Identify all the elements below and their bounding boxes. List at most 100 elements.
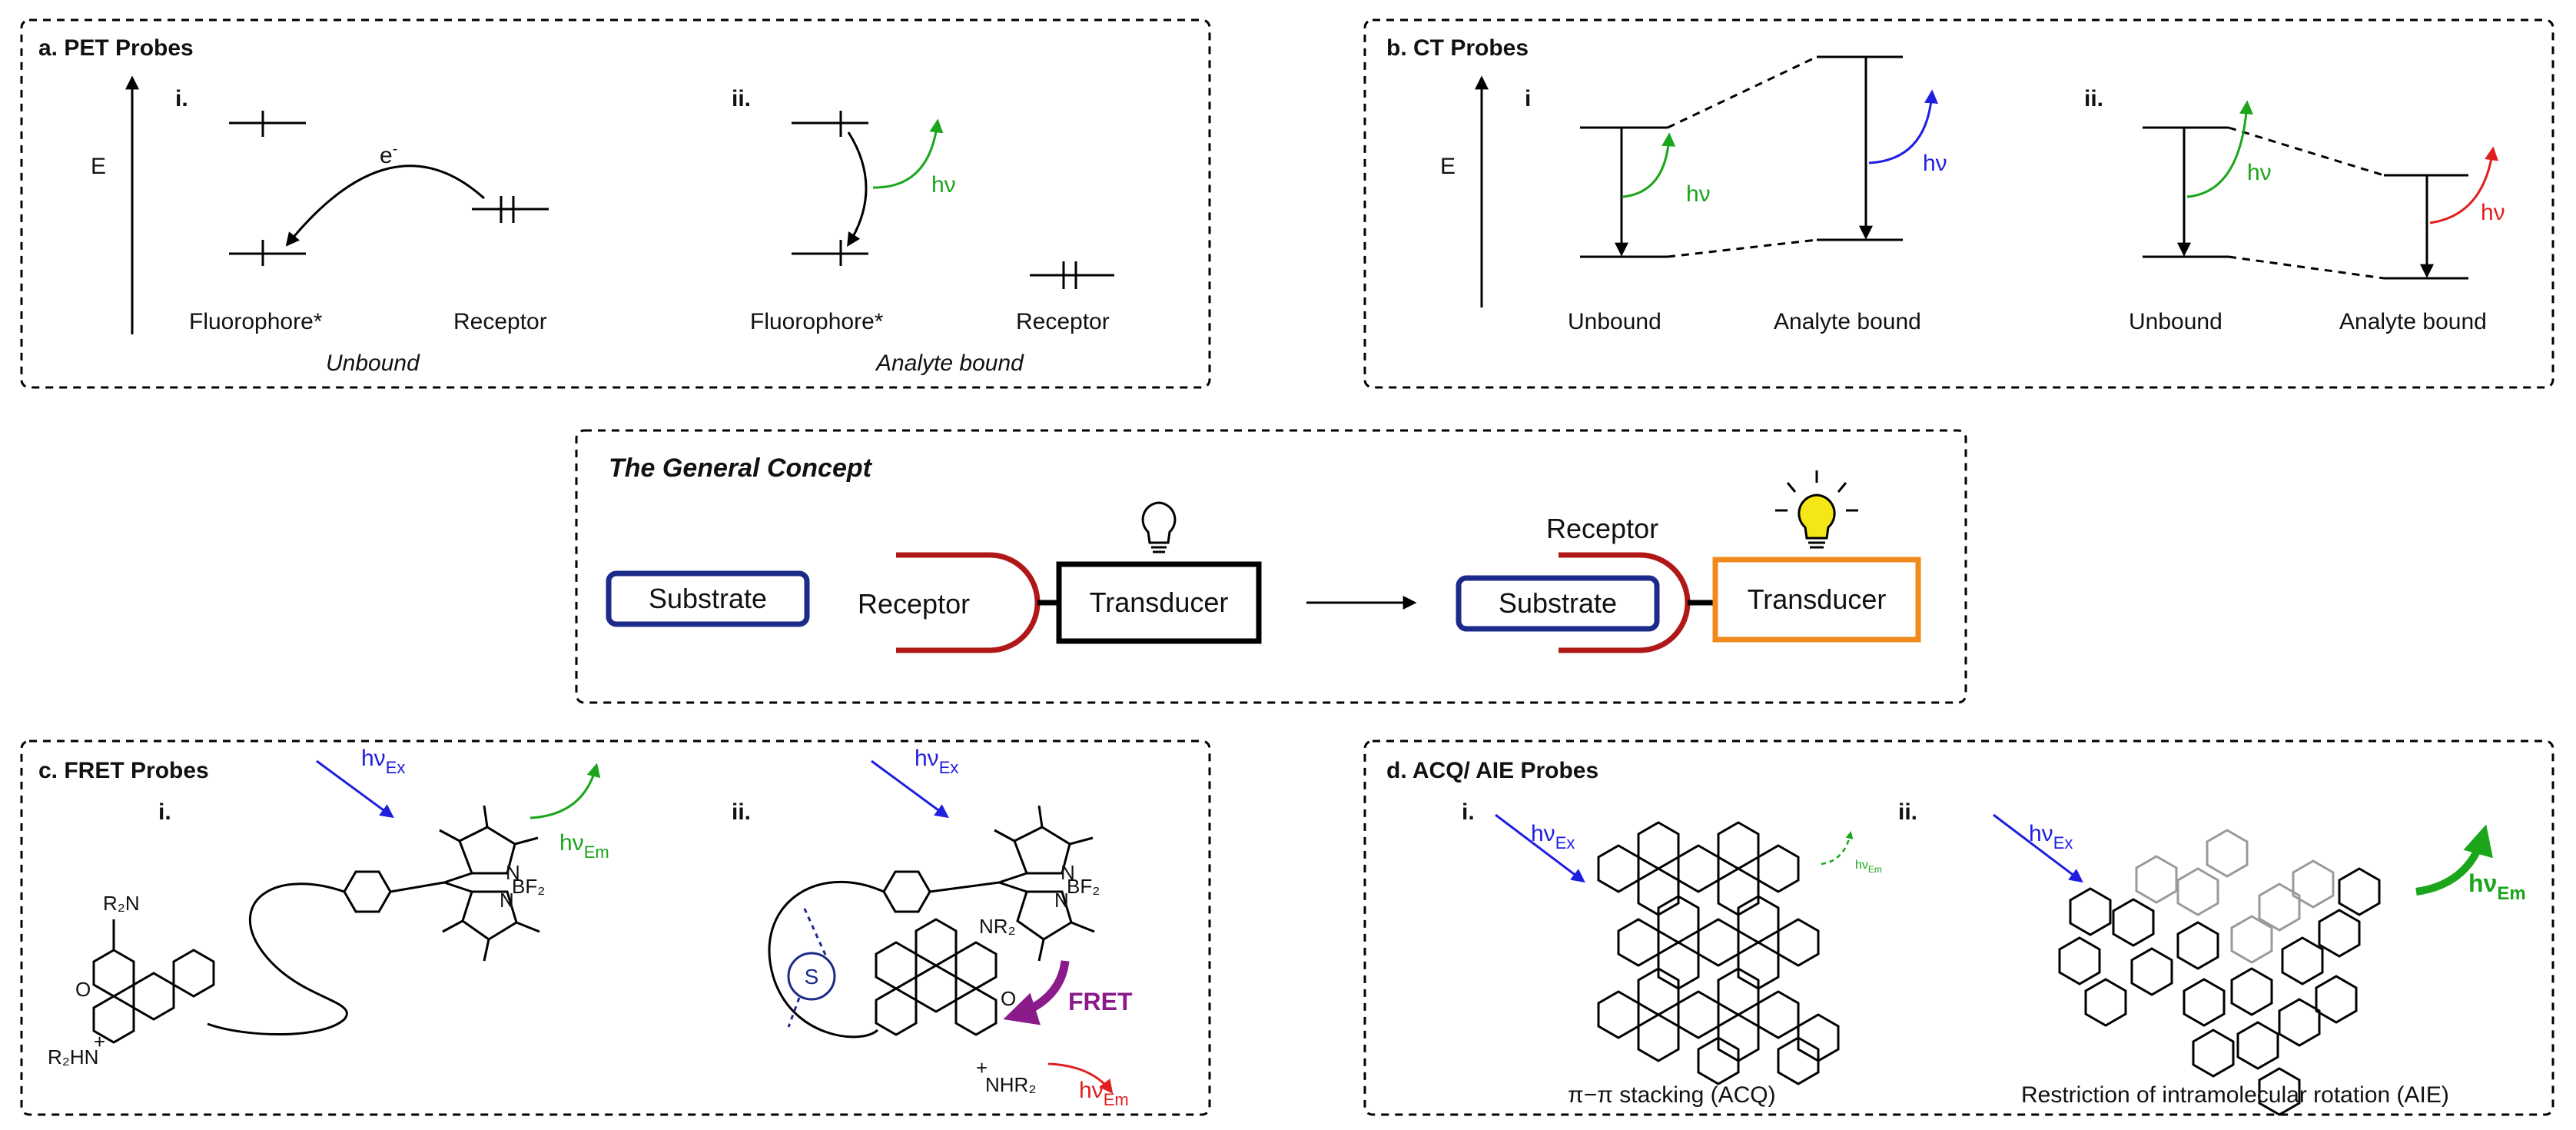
hv-label-b3: hν <box>2247 160 2272 185</box>
panel-c-fret-probes: c. FRET Probes i. hνEx hνEm N BF₂ N <box>20 739 1211 1116</box>
electron-transfer-arrow <box>285 165 486 247</box>
pet-bound-caption: Analyte bound <box>875 351 1024 376</box>
transducer-box-right <box>1712 557 1921 643</box>
panel-d-i-label: i. <box>1462 799 1475 825</box>
binding-dash-top <box>802 906 827 956</box>
ct-i-unbound-label: Unbound <box>1568 309 1661 334</box>
emission-arrow-b3 <box>2186 100 2253 198</box>
panel-c-i-label: i. <box>158 799 171 825</box>
hv-label-b1: hν <box>1686 181 1711 207</box>
n-label-c1a: N <box>506 861 520 884</box>
hv-em-d1: hνEm <box>1855 859 1882 875</box>
transducer-label-right: Transducer <box>1748 583 1887 615</box>
panel-a-title: a. PET Probes <box>38 35 194 61</box>
panel-a-pet-probes: a. PET Probes E i. e- Fluorophore* Recep… <box>20 18 1211 389</box>
substrate-box-right <box>1456 575 1660 632</box>
spacer-chain-c2 <box>768 880 885 1039</box>
excitation-arrow-c2 <box>871 759 949 819</box>
panel-a-i-label: i. <box>175 86 188 111</box>
bulb-on-icon <box>1775 470 1858 549</box>
panel-c-title: c. FRET Probes <box>38 758 209 783</box>
panel-a-ii-label: ii. <box>732 86 751 111</box>
panel-c-frame <box>20 739 1211 1116</box>
pet-bound-orbitals <box>792 111 1114 289</box>
excitation-arrow-d2 <box>1993 813 2083 883</box>
ct-i-levels <box>1580 55 1903 258</box>
panel-d-acq-aie-probes: d. ACQ/ AIE Probes i. hνEx hνEm π−π stac… <box>1363 739 2554 1116</box>
phenyl-ring-c2 <box>882 870 931 913</box>
fret-arrow <box>1003 960 1070 1025</box>
tetraphenylethylene-aggregate <box>2058 829 2381 1116</box>
emission-arrow-b1 <box>1622 132 1676 198</box>
substrate-label-right: Substrate <box>1499 587 1617 619</box>
panel-b-title: b. CT Probes <box>1386 35 1529 61</box>
substrate-label-left: Substrate <box>649 583 767 614</box>
transducer-label-left: Transducer <box>1090 587 1229 618</box>
pet-i-receptor-label: Receptor <box>453 309 547 334</box>
hv-em-c2: hνEm <box>1079 1078 1129 1109</box>
hv-label-b4: hν <box>2481 200 2505 225</box>
panel-b-ct-probes: b. CT Probes E i hν hν Unbound Analyte b… <box>1363 18 2554 389</box>
emission-arrow-c2 <box>1047 1062 1114 1094</box>
ct-ii-levels <box>2143 126 2468 280</box>
plus-label-c1: + <box>94 1030 105 1053</box>
hv-ex-c1: hνEx <box>361 746 405 777</box>
hv-label-a: hν <box>931 172 956 198</box>
aie-caption: Restriction of intramolecular rotation (… <box>2021 1082 2449 1108</box>
pet-unbound-orbitals <box>229 111 549 266</box>
excitation-arrow-d1 <box>1495 813 1585 883</box>
energy-axis-label-b: E <box>1440 154 1456 179</box>
hv-em-d2: hνEm <box>2468 869 2526 904</box>
xanthene-structure-c2 <box>875 918 998 1036</box>
acq-caption: π−π stacking (ACQ) <box>1568 1082 1776 1108</box>
panel-b-i-label: i <box>1525 86 1531 111</box>
panel-a-frame <box>20 18 1211 389</box>
phenyl-bond-c2 <box>929 881 1000 893</box>
hv-em-c1: hνEm <box>559 830 609 862</box>
hv-ex-d2: hνEx <box>2029 821 2073 852</box>
receptor-label-left: Receptor <box>858 588 970 620</box>
n-label-c1b: N <box>500 889 514 912</box>
o-label-c2: O <box>1001 987 1016 1010</box>
pet-ii-fluorophore-label: Fluorophore* <box>750 309 884 334</box>
transducer-box-left <box>1056 561 1262 644</box>
bodipy-structure-c1 <box>439 805 540 962</box>
nr2-label-c2: NR₂ <box>979 915 1016 938</box>
stacked-aromatics-acq <box>1597 821 1840 1085</box>
bf2-label-c1: BF₂ <box>512 875 545 898</box>
phenyl-ring-c1 <box>343 870 392 913</box>
concept-frame <box>575 429 1967 704</box>
panel-c-ii-label: ii. <box>732 799 751 825</box>
o-label-c1: O <box>75 978 91 1001</box>
emission-arrow-a <box>872 118 944 189</box>
excitation-arrow-c1 <box>316 759 394 819</box>
relaxation-arrow <box>847 131 868 248</box>
emission-arrow-b2 <box>1868 89 1938 165</box>
emission-arrow-c1 <box>529 763 601 819</box>
general-concept-panel: The General Concept Substrate Receptor T… <box>575 429 1967 704</box>
analyte-s-circle <box>787 952 836 1001</box>
ct-ii-unbound-label: Unbound <box>2129 309 2222 334</box>
panel-b-ii-label: ii. <box>2084 86 2103 111</box>
r2hn-label-c1: R₂HN <box>48 1045 98 1069</box>
fret-label: FRET <box>1068 988 1133 1015</box>
hv-label-b2: hν <box>1923 151 1947 176</box>
bodipy-structure-c2 <box>994 805 1095 962</box>
receptor-label-right: Receptor <box>1546 513 1658 544</box>
ct-i-bound-label: Analyte bound <box>1774 309 1921 334</box>
phenyl-bond-c1 <box>390 881 445 893</box>
r2n-label-c1: R₂N <box>103 892 140 915</box>
n-label-c2a: N <box>1061 861 1075 884</box>
pet-ii-receptor-label: Receptor <box>1016 309 1110 334</box>
pet-i-fluorophore-label: Fluorophore* <box>189 309 323 334</box>
concept-title: The General Concept <box>609 454 873 483</box>
bulb-off-icon <box>1141 501 1177 553</box>
panel-d-ii-label: ii. <box>1898 799 1917 825</box>
analyte-s-label: S <box>805 965 819 989</box>
substrate-box-left <box>606 570 810 627</box>
xanthene-structure-c1 <box>92 919 215 1044</box>
weak-emission-arrow-d1 <box>1821 831 1854 866</box>
panel-d-frame <box>1363 739 2554 1116</box>
strong-emission-arrow-d2 <box>2415 824 2493 896</box>
